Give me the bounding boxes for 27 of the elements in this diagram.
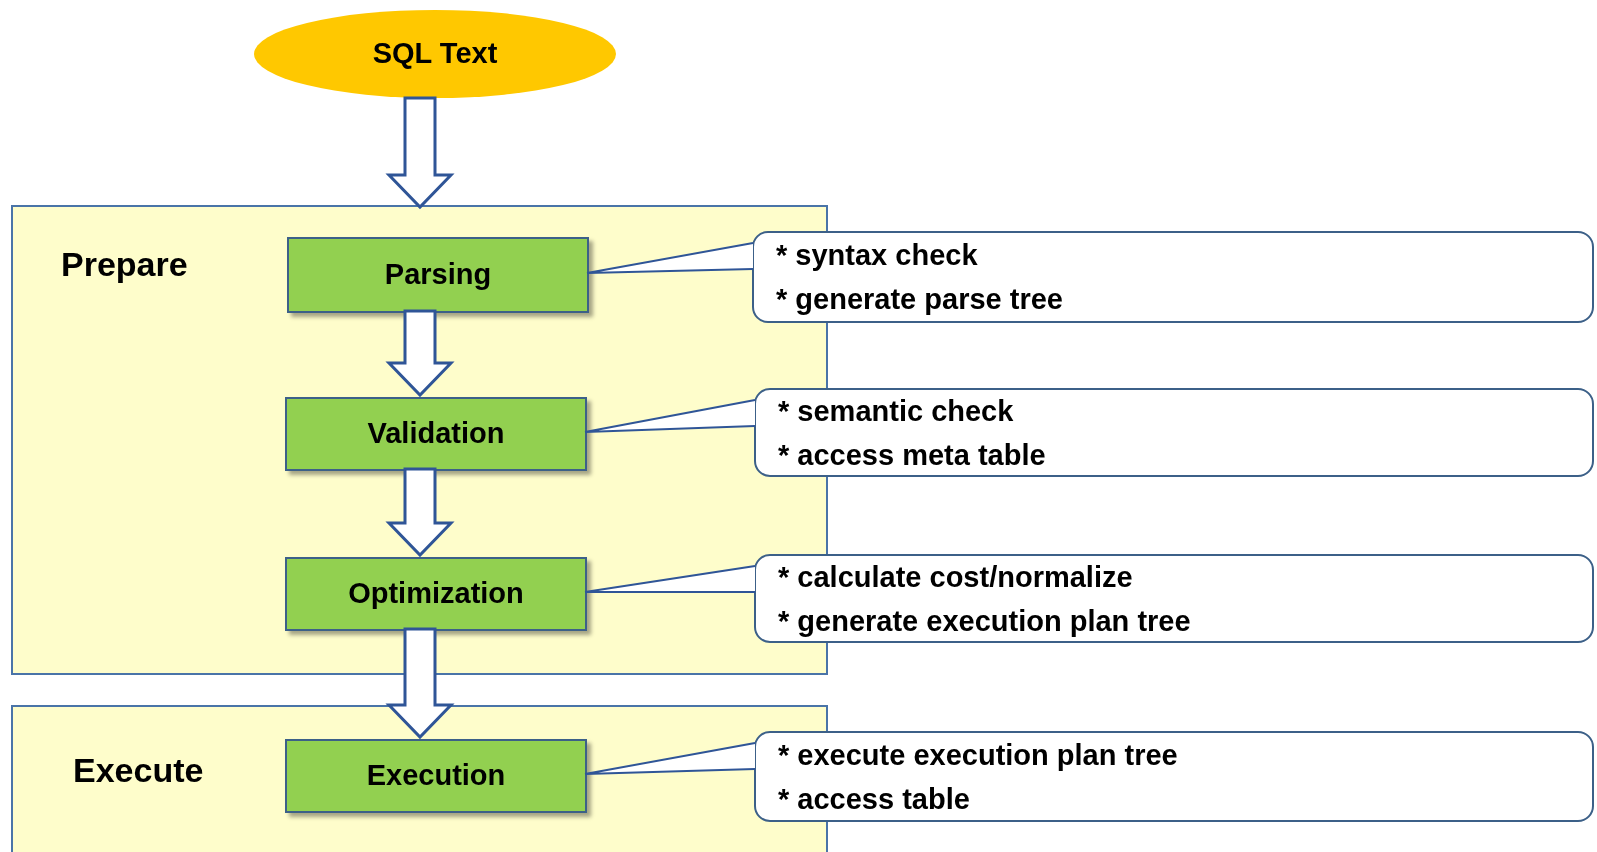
- process-box: [285, 397, 587, 471]
- callout-bubble: [754, 731, 1594, 822]
- callout-bubble: [754, 388, 1594, 477]
- note-text: * access table: [778, 781, 971, 817]
- note-text: * access meta table: [778, 437, 1047, 473]
- node-label: Execution: [366, 758, 506, 794]
- process-box: [287, 237, 589, 313]
- node-label: Validation: [367, 416, 505, 452]
- note-text: * generate parse tree: [776, 282, 1064, 317]
- note-text: * syntax check: [776, 238, 979, 273]
- note-text: * generate execution plan tree: [778, 603, 1192, 639]
- process-box: [285, 739, 587, 813]
- node-label: SQL Text: [372, 36, 498, 72]
- node-label: Parsing: [384, 257, 492, 293]
- process-box: [285, 557, 587, 631]
- block-arrow: [385, 627, 455, 740]
- note-text: * execute execution plan tree: [778, 737, 1179, 773]
- callout-bubble: [752, 231, 1594, 323]
- block-arrow: [385, 309, 455, 398]
- stage-label: Prepare: [61, 244, 188, 285]
- block-arrow: [385, 96, 455, 210]
- stage-label: Execute: [73, 750, 204, 791]
- node-label: Optimization: [348, 576, 524, 612]
- note-text: * semantic check: [778, 393, 1015, 429]
- block-arrow: [385, 467, 455, 558]
- note-text: * calculate cost/normalize: [778, 559, 1134, 595]
- callout-bubble: [754, 554, 1594, 643]
